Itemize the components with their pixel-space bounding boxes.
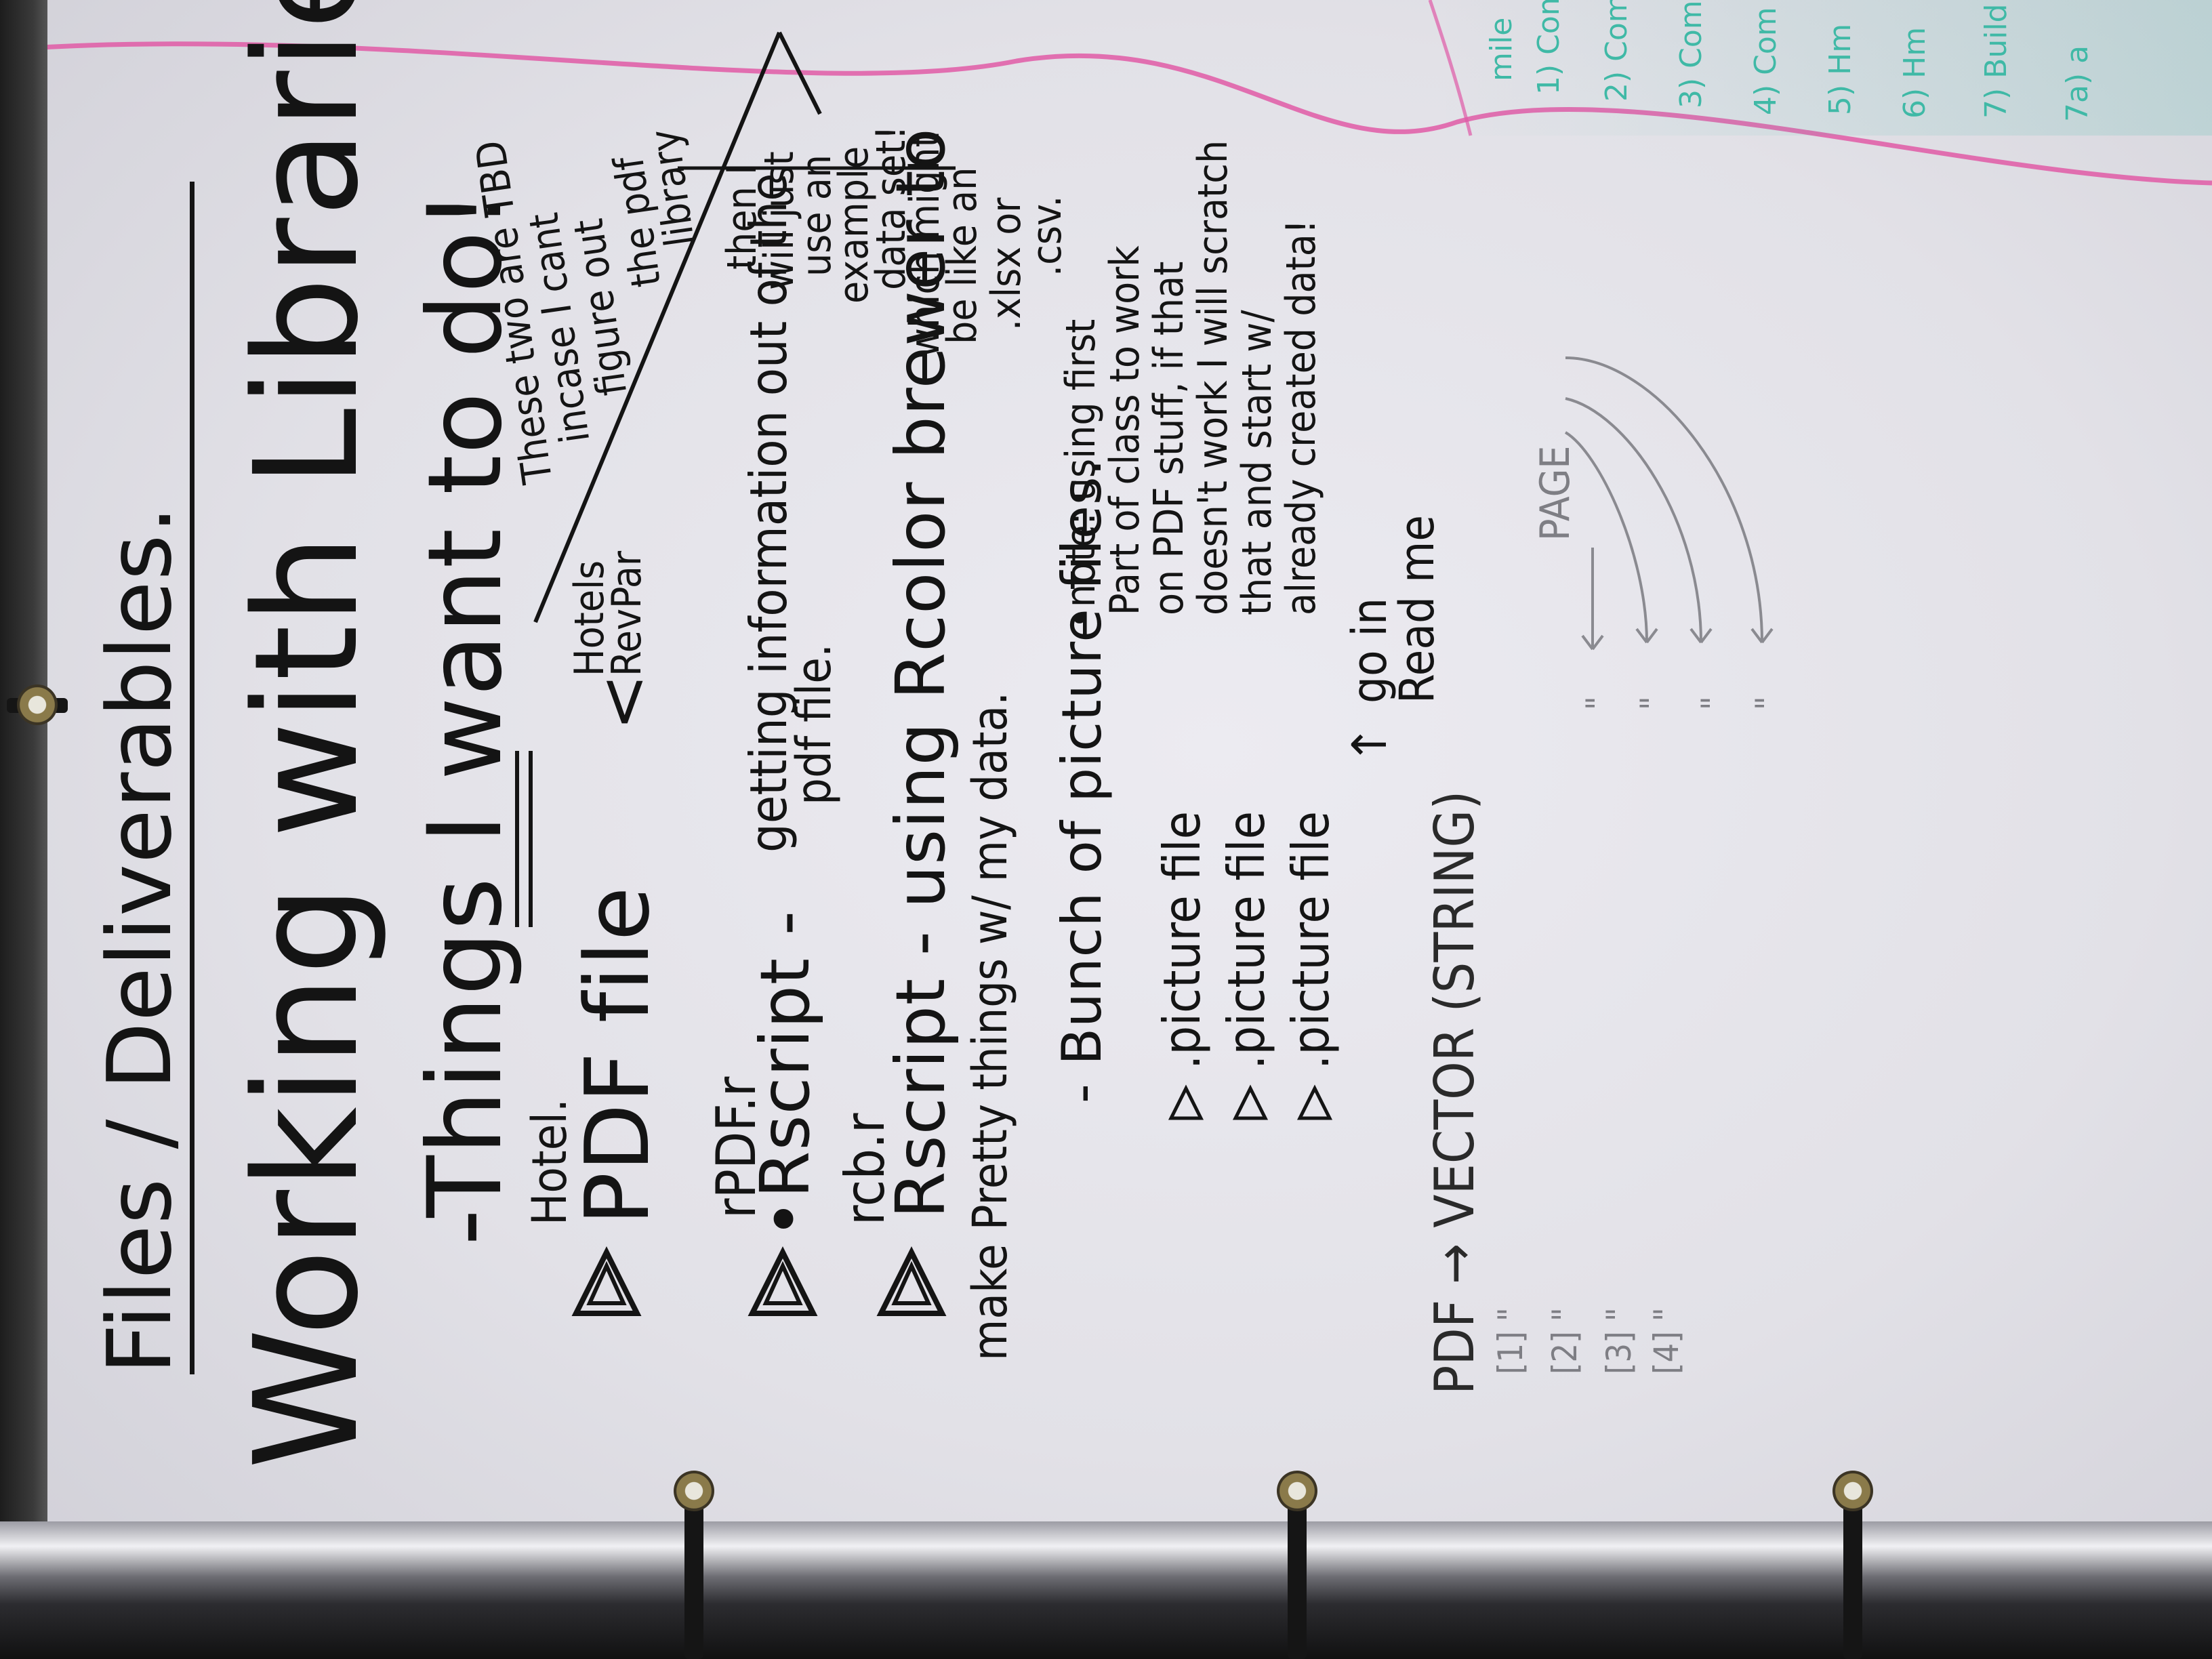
picture-file-item: .picture file xyxy=(1152,811,1212,1069)
rscript-1-desc-2: pdf file. xyxy=(786,643,842,805)
binder-clip xyxy=(17,684,58,725)
note-line: that and start w/ xyxy=(1233,310,1281,615)
rscript-1: •Rscript - xyxy=(745,910,825,1239)
want-underline xyxy=(515,751,519,927)
page-quote: " xyxy=(1633,696,1673,710)
triangle-bullet-icon xyxy=(1168,1084,1204,1120)
binder-clip xyxy=(1277,1471,1317,1511)
want-underline xyxy=(529,751,533,927)
read-me-note: Read me xyxy=(1389,514,1445,703)
side-note xyxy=(1437,0,2212,136)
page-arrows xyxy=(1564,356,1774,651)
title: Working with Libraries!!! xyxy=(224,0,390,1469)
picture-file-item: .picture file xyxy=(1281,811,1340,1069)
binder-strap xyxy=(1288,1491,1307,1659)
heading-underline xyxy=(190,182,194,1374)
vector-item: [1] " xyxy=(1491,1307,1530,1374)
binder-clip xyxy=(1832,1471,1873,1511)
vector-item: [4] " xyxy=(1647,1307,1686,1374)
bracket-line xyxy=(533,31,956,623)
triangle-bullet-icon xyxy=(1232,1084,1269,1120)
triangle-bullet-icon xyxy=(1296,1084,1333,1120)
note-line: already created data! xyxy=(1277,219,1325,615)
note-line: •note: using first xyxy=(1057,319,1105,629)
pdf-arrow: < xyxy=(583,673,662,731)
vector-item: [3] " xyxy=(1599,1307,1639,1374)
triangle-bullet-icon xyxy=(747,1246,818,1316)
binder-clip xyxy=(674,1471,714,1511)
page-quote: " xyxy=(1748,696,1788,710)
pink-divider-line xyxy=(40,0,2212,186)
page-quote: " xyxy=(1694,696,1734,710)
picture-file-item: .picture file xyxy=(1216,811,1276,1069)
board-frame-left xyxy=(0,0,47,1659)
rscript-2-desc: make Pretty things w/ my data. xyxy=(962,691,1018,1361)
then-note: be like an xyxy=(939,167,986,344)
pdf-file-line: PDF file xyxy=(566,886,669,1225)
binder-strap xyxy=(1843,1491,1862,1659)
note-line: doesn't work I will scratch xyxy=(1189,140,1237,615)
then-note: .csv. xyxy=(1023,195,1071,276)
note-line: Part of class to work xyxy=(1101,245,1149,615)
binder-strap xyxy=(684,1491,703,1659)
note-line: on PDF stuff, if that xyxy=(1145,261,1193,615)
pdf-vector-note: PDF → VECTOR (STRING) xyxy=(1423,790,1486,1395)
triangle-bullet-icon xyxy=(876,1246,947,1316)
page-quote: " xyxy=(1579,696,1618,710)
up-arrow-icon: ↑ xyxy=(1342,724,1397,764)
heading: Files / Deliverables. xyxy=(88,505,191,1374)
vector-item: [2] " xyxy=(1545,1307,1584,1374)
triangle-bullet-icon xyxy=(571,1246,642,1316)
